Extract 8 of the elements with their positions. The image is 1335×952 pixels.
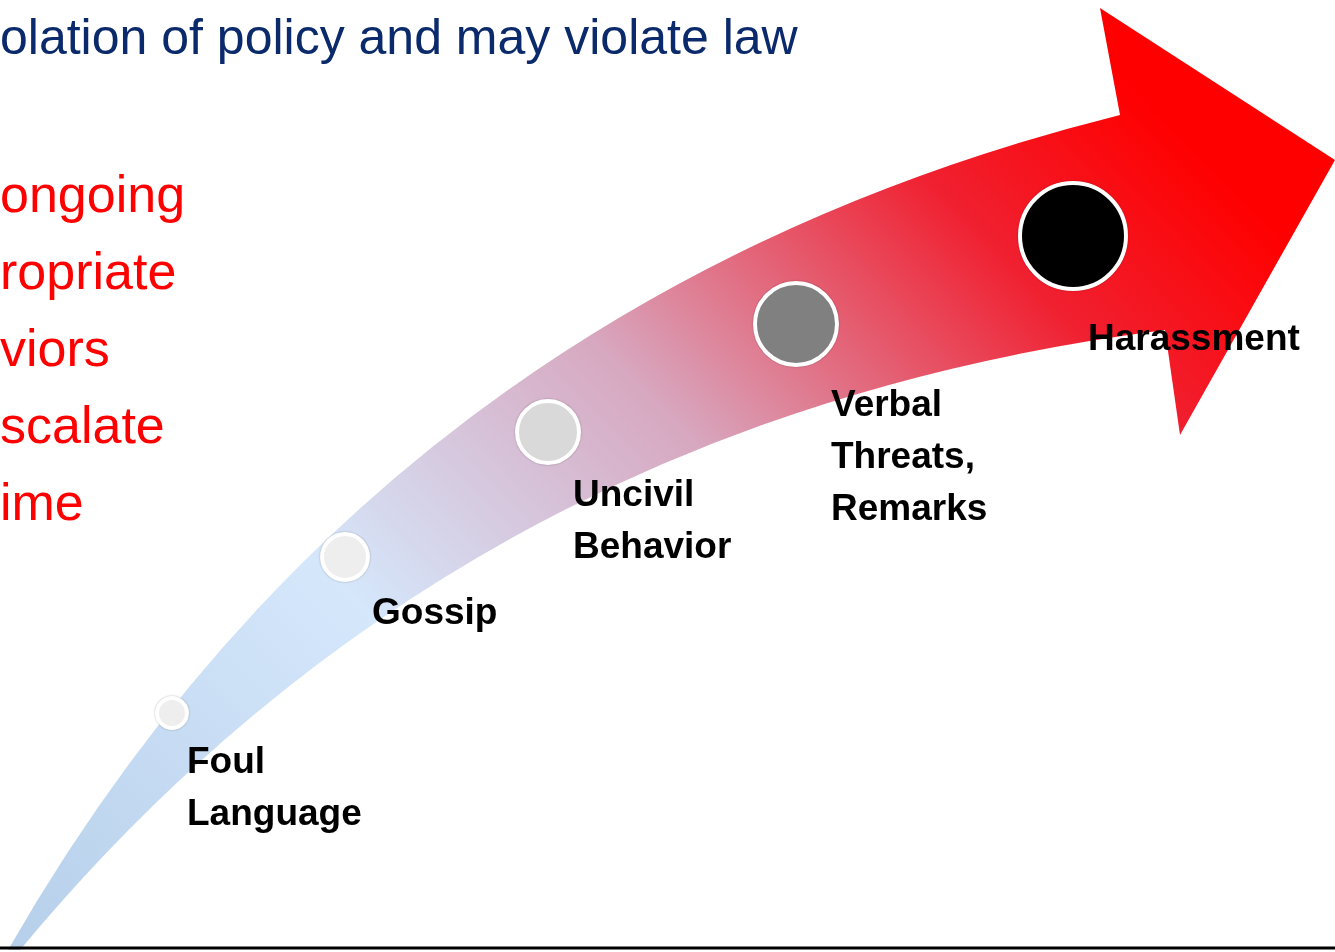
stage-label: Gossip (372, 590, 499, 634)
title: olation of policy and may violate law (0, 12, 798, 62)
note-text: ime (0, 476, 84, 528)
note-text: viors (0, 322, 110, 374)
stage-label: Verbal Threats, Remarks (831, 382, 989, 530)
stage-label: Foul Language (187, 739, 363, 835)
stage-label: Uncivil Behavior (573, 472, 733, 568)
note-text: scalate (0, 399, 165, 451)
